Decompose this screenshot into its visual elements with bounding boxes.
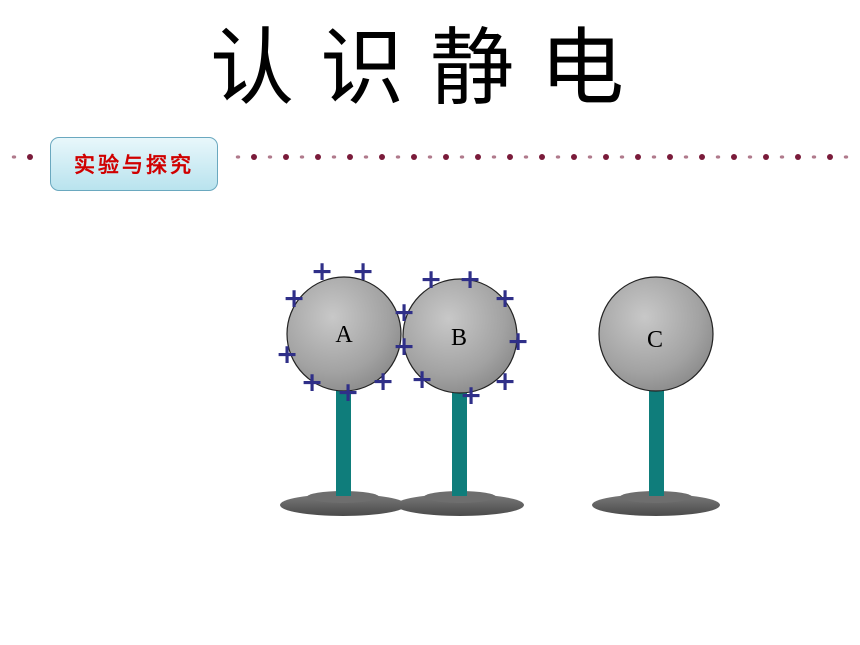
divider-dot [827,154,833,160]
divider-dot [667,154,673,160]
divider-dot [427,155,433,159]
divider-dot [491,155,497,159]
divider-dot [603,154,609,160]
divider-dot [283,154,289,160]
divider-dot [235,155,241,159]
base-a-top [307,491,379,503]
divider-dot [843,155,849,159]
divider-dot [251,154,257,160]
divider-dot [363,155,369,159]
divider-dot [11,155,17,159]
plus-charge: + [507,326,530,357]
plus-charge: + [311,256,334,287]
divider-dot [459,155,465,159]
divider-dot [539,154,545,160]
plus-charge: + [494,283,517,314]
sphere-b [402,278,518,394]
plus-charge: + [460,380,483,411]
divider-dot [347,154,353,160]
plus-charge: + [393,331,416,362]
divider-dot [379,154,385,160]
pole-b [452,388,467,496]
stand-b: B [396,278,524,516]
section-badge: 实验与探究 [50,137,218,191]
base-c-top [620,491,692,503]
plus-charge: + [337,377,360,408]
plus-charge: + [276,339,299,370]
divider-dot [747,155,753,159]
base-b-top [424,491,496,503]
divider-dot [635,154,641,160]
pole-a [336,388,351,496]
divider-dot [411,154,417,160]
divider-dot [651,155,657,159]
divider-dot [315,154,321,160]
plus-charge: + [283,283,306,314]
sphere-b-label: B [451,325,467,351]
divider-dot [731,154,737,160]
divider-dot [475,154,481,160]
divider-dot [267,155,273,159]
divider-dot [779,155,785,159]
divider-dot [395,155,401,159]
sphere-a-label: A [335,322,353,348]
divider-dot [443,154,449,160]
plus-charge: + [494,366,517,397]
divider-dot [571,154,577,160]
divider-dot [507,154,513,160]
dotted-divider [11,154,849,160]
divider-dot [715,155,721,159]
sphere-a [286,276,402,392]
divider-dot [587,155,593,159]
charges: ++++++++++++++++ [276,256,530,411]
page-title: 认识静电 [209,19,650,117]
sphere-c [598,276,714,392]
divider-dot [299,155,305,159]
divider-dot [619,155,625,159]
plus-charge: + [352,256,375,287]
stand-a: A [280,276,406,516]
plus-charge: + [393,297,416,328]
plus-charge: + [372,366,395,397]
pole-c [649,388,664,496]
sphere-c-label: C [647,327,663,353]
divider-dot [331,155,337,159]
stand-c: C [592,276,720,516]
plus-charge: + [301,367,324,398]
divider-dot [763,154,769,160]
divider-dot [795,154,801,160]
divider-dot [699,154,705,160]
plus-charge: + [420,264,443,295]
divider-dot [683,155,689,159]
plus-charge: + [411,364,434,395]
divider-dot [523,155,529,159]
divider-dot [27,154,33,160]
divider-dot [555,155,561,159]
plus-charge: + [459,264,482,295]
divider-dot [811,155,817,159]
